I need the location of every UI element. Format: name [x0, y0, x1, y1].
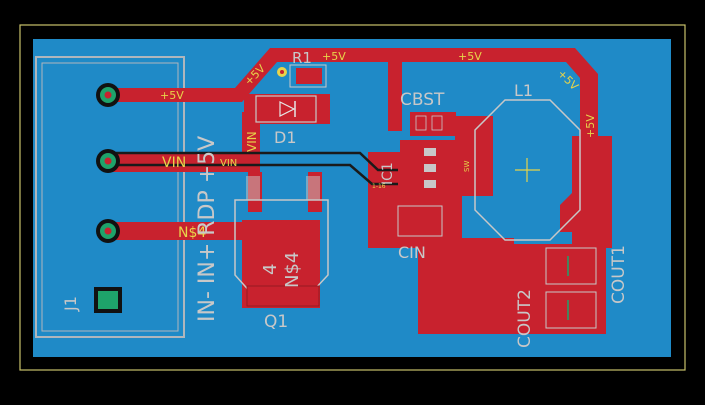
label-connector-pins: IN- IN+ RDP +5V	[195, 136, 220, 322]
inductor-outline	[474, 99, 581, 241]
r1-outline	[289, 64, 327, 88]
label-sw: SW	[463, 161, 471, 172]
connector-inner	[41, 62, 179, 332]
label-net-5v-a: +5V	[322, 50, 346, 63]
top-copper	[108, 48, 612, 334]
label-ic1: IC1	[380, 162, 396, 185]
d1-outline	[255, 95, 317, 123]
label-n4-trace: N$4	[178, 225, 206, 241]
silkscreen-labels: R1 +5V +5V +5V +5V +5V +5V CBST L1 D1 VI…	[61, 49, 629, 348]
label-q1-pad: N$4	[282, 252, 303, 288]
label-vin-trace: VIN	[162, 155, 186, 171]
label-d1: D1	[274, 128, 297, 147]
label-j1: J1	[61, 296, 80, 312]
label-cout1: COUT1	[609, 245, 629, 304]
label-net-5v-b: +5V	[458, 50, 482, 63]
label-cbst: CBST	[400, 90, 445, 110]
connector-pads	[94, 83, 122, 313]
label-r1: R1	[292, 49, 312, 67]
label-q1-num: 4	[260, 264, 281, 275]
cout1-outline	[545, 247, 597, 285]
label-ic-pad: 1-16	[372, 183, 386, 190]
label-l1: L1	[514, 81, 533, 100]
bottom-traces	[108, 151, 398, 186]
label-q1: Q1	[264, 312, 288, 332]
label-cin: CIN	[398, 243, 426, 262]
board-outline	[19, 24, 686, 371]
cout2-outline	[545, 291, 597, 329]
label-cout2: COUT2	[515, 289, 535, 348]
connector-outline	[35, 56, 185, 338]
label-net-5v-trace: +5V	[160, 89, 184, 102]
label-net-5v-right-pad: +5V	[584, 114, 597, 138]
label-vin-rot: VIN	[245, 131, 259, 152]
label-vin-small: VIN	[220, 158, 237, 169]
